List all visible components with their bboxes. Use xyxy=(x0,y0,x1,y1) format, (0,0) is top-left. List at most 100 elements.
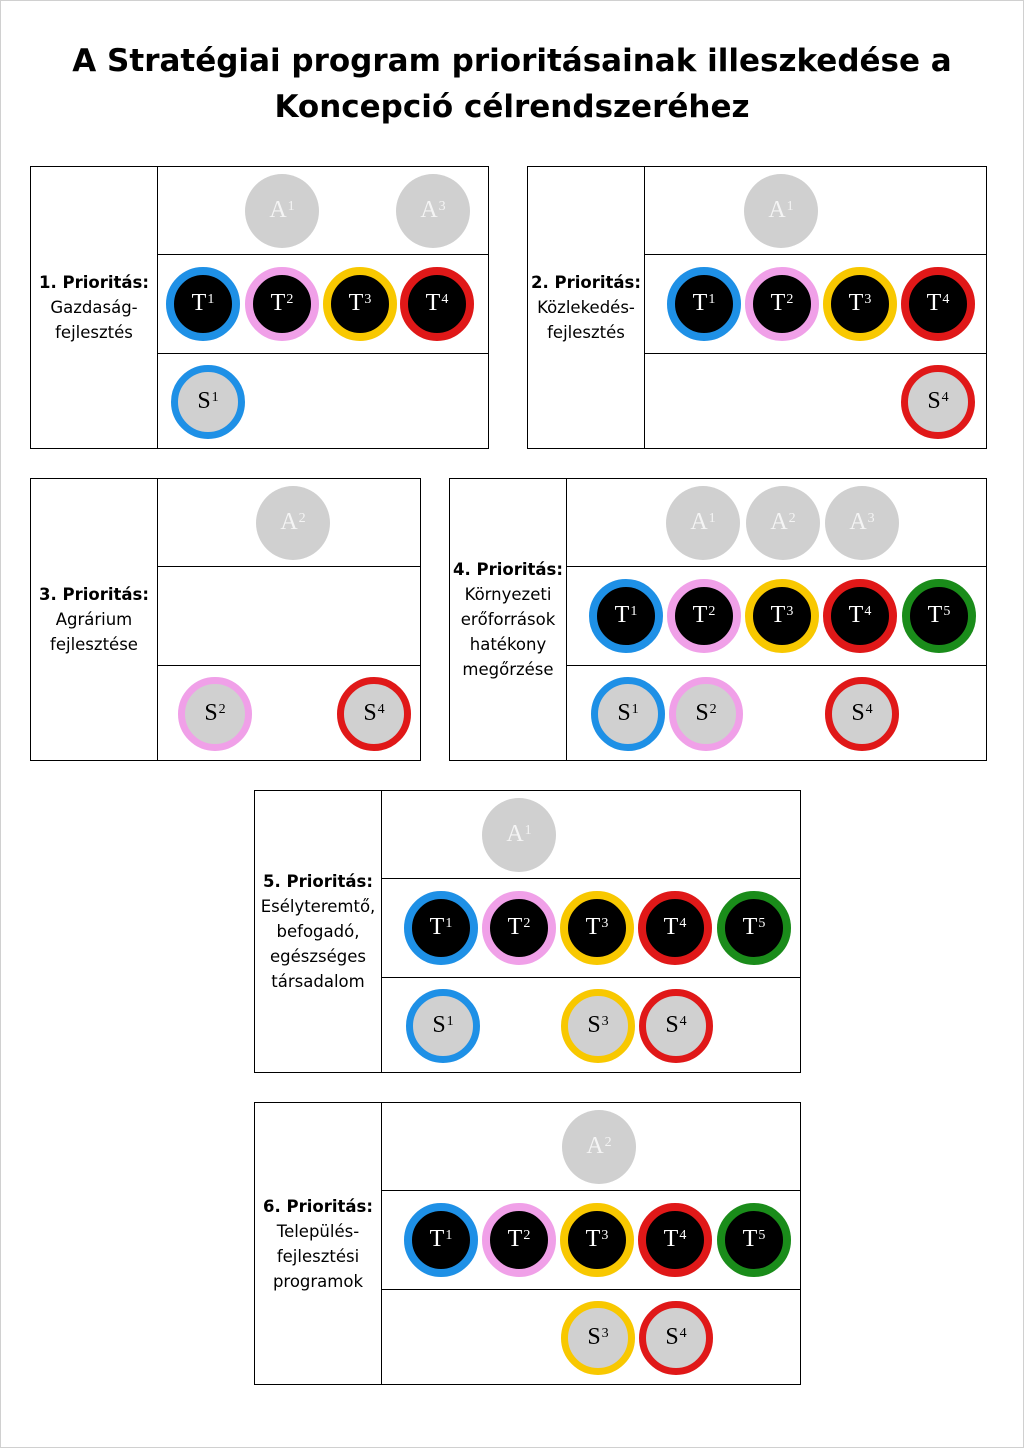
circle-number: 3 xyxy=(786,603,794,619)
circle-number: 1 xyxy=(211,389,219,405)
circle-letter: A xyxy=(269,197,287,223)
circle-letter: T xyxy=(742,914,758,940)
circle-letter: T xyxy=(429,914,445,940)
priority-heading: 4. Prioritás: xyxy=(453,560,563,579)
circle-letter: T xyxy=(585,1226,601,1252)
priority-name: Környezeti erőforrások hatékony megőrzés… xyxy=(460,585,556,679)
circle-letter: S xyxy=(204,700,218,726)
circle-number: 1 xyxy=(445,1227,453,1243)
circle-number: 4 xyxy=(941,389,949,405)
priority-label: 3. Prioritás:Agrárium fejlesztése xyxy=(31,479,158,760)
circle-letter: T xyxy=(429,1226,445,1252)
priority-name: Gazdaság- fejlesztés xyxy=(50,298,138,342)
circle-letter: T xyxy=(692,290,708,316)
circle-number: 5 xyxy=(943,603,951,619)
circle-letter: A xyxy=(768,197,786,223)
circle-letter: T xyxy=(926,290,942,316)
priority-label: 6. Prioritás:Település- fejlesztési prog… xyxy=(255,1103,382,1384)
circle-number: 1 xyxy=(708,510,716,526)
circle-number: 2 xyxy=(788,510,796,526)
circle-letter: T xyxy=(742,1226,758,1252)
circle-number: 4 xyxy=(377,701,385,717)
circle-letter: T xyxy=(663,914,679,940)
circle-letter: T xyxy=(348,290,364,316)
circle-letter: S xyxy=(617,700,631,726)
circle-number: 4 xyxy=(942,291,950,307)
priority-label: 1. Prioritás: Gazdaság- fejlesztés xyxy=(31,167,158,448)
circle-number: 3 xyxy=(438,198,446,214)
circle-number: 3 xyxy=(364,291,372,307)
priority-label: 5. Prioritás:Esélyteremtő, befogadó, egé… xyxy=(255,791,382,1072)
circle-number: 1 xyxy=(786,198,794,214)
circle-letter: T xyxy=(585,914,601,940)
priority-heading: 1. Prioritás: xyxy=(39,273,149,292)
circle-number: 4 xyxy=(864,603,872,619)
circle-number: 2 xyxy=(709,701,717,717)
circle-letter: S xyxy=(432,1012,446,1038)
circle-letter: A xyxy=(420,197,438,223)
priority-box-5: 5. Prioritás:Esélyteremtő, befogadó, egé… xyxy=(254,790,801,1073)
circle-letter: S xyxy=(851,700,865,726)
circle-number: 2 xyxy=(298,510,306,526)
circle-letter: T xyxy=(663,1226,679,1252)
circle-number: 3 xyxy=(601,1227,609,1243)
circle-number: 4 xyxy=(679,1227,687,1243)
circle-letter: S xyxy=(665,1012,679,1038)
circle-number: 2 xyxy=(523,915,531,931)
circle-number: 2 xyxy=(604,1134,612,1150)
circle-number: 3 xyxy=(864,291,872,307)
circle-number: 3 xyxy=(601,1325,609,1341)
circle-number: 2 xyxy=(286,291,294,307)
priority-box-6: 6. Prioritás:Település- fejlesztési prog… xyxy=(254,1102,801,1385)
circle-number: 2 xyxy=(786,291,794,307)
circle-letter: T xyxy=(270,290,286,316)
circle-letter: S xyxy=(665,1324,679,1350)
circle-number: 1 xyxy=(207,291,215,307)
circle-letter: S xyxy=(587,1324,601,1350)
circle-number: 3 xyxy=(867,510,875,526)
circle-number: 1 xyxy=(630,603,638,619)
circle-letter: T xyxy=(507,1226,523,1252)
circle-letter: A xyxy=(280,509,298,535)
circle-letter: S xyxy=(197,388,211,414)
circle-letter: T xyxy=(770,290,786,316)
circle-letter: T xyxy=(614,602,630,628)
circle-letter: T xyxy=(770,602,786,628)
circle-letter: T xyxy=(507,914,523,940)
circle-letter: T xyxy=(191,290,207,316)
